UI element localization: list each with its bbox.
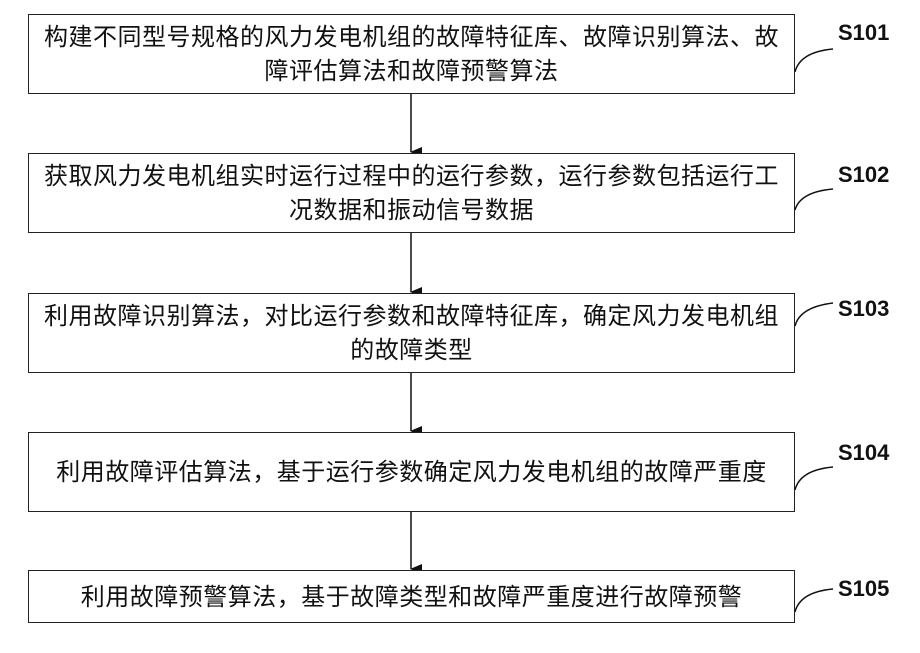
step-text-s104: 利用故障评估算法，基于运行参数确定风力发电机组的故障严重度 (56, 458, 767, 486)
step-box-s101: 构建不同型号规格的风力发电机组的故障特征库、故障识别算法、故障评估算法和故障预警… (28, 14, 795, 94)
leader-line-s103 (794, 302, 834, 327)
step-box-s102: 获取风力发电机组实时运行过程中的运行参数，运行参数包括运行工况数据和振动信号数据 (28, 153, 795, 233)
step-text-s103: 利用故障识别算法，对比运行参数和故障特征库，确定风力发电机组的故障类型 (44, 302, 779, 364)
step-box-s104: 利用故障评估算法，基于运行参数确定风力发电机组的故障严重度 (28, 432, 795, 512)
step-box-s103: 利用故障识别算法，对比运行参数和故障特征库，确定风力发电机组的故障类型 (28, 293, 795, 373)
step-box-s105: 利用故障预警算法，基于故障类型和故障严重度进行故障预警 (28, 570, 795, 623)
leader-line-s105 (794, 588, 834, 613)
step-label-s104: S104 (838, 440, 890, 465)
step-text-s102: 获取风力发电机组实时运行过程中的运行参数，运行参数包括运行工况数据和振动信号数据 (44, 162, 779, 224)
step-text-s105: 利用故障预警算法，基于故障类型和故障严重度进行故障预警 (80, 582, 743, 611)
step-label-s102: S102 (838, 162, 890, 187)
step-text-s101: 构建不同型号规格的风力发电机组的故障特征库、故障识别算法、故障评估算法和故障预警… (44, 23, 779, 85)
leader-line-s101 (794, 48, 834, 73)
leader-line-s104 (794, 466, 834, 491)
step-label-s103: S103 (838, 296, 890, 321)
step-label-s101: S101 (838, 20, 890, 45)
step-label-s105: S105 (838, 576, 890, 601)
leader-line-s102 (794, 188, 834, 211)
